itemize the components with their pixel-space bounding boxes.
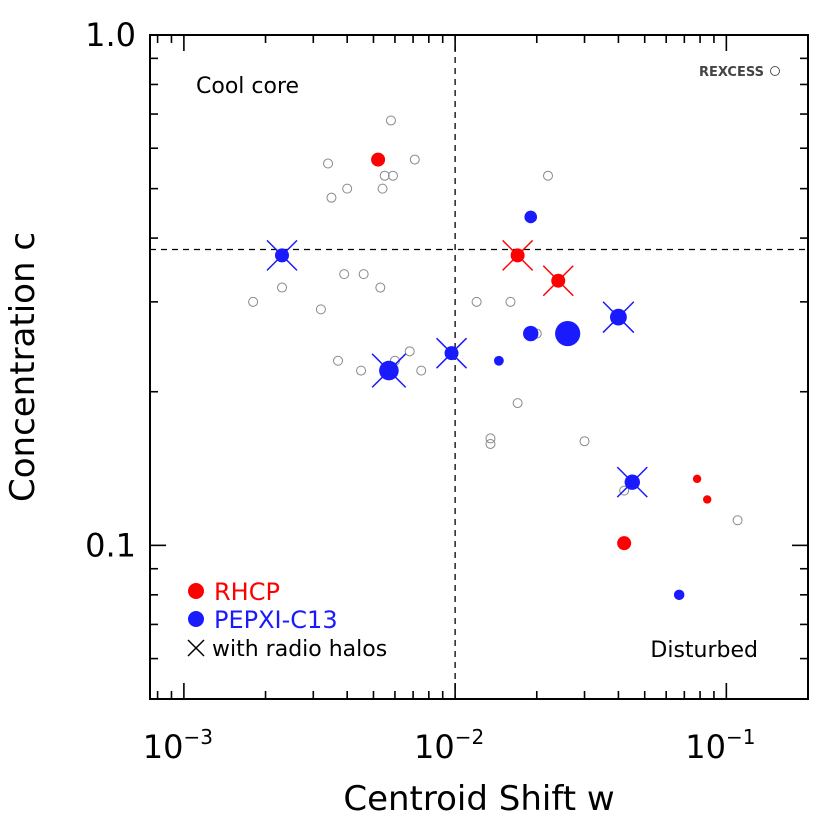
rexcess-point	[377, 183, 388, 194]
data-points	[248, 115, 743, 601]
rhcp-point	[703, 495, 712, 504]
pepxi-point	[523, 325, 539, 342]
x-tick-label: 10−2	[414, 725, 484, 766]
legend-rexcess: REXCESS	[699, 65, 780, 80]
y-tick-label: 0.1	[85, 526, 136, 564]
rexcess-point	[248, 296, 259, 307]
x-axis-title: Centroid Shift w	[343, 779, 614, 818]
rexcess-point	[323, 158, 334, 169]
legend: RHCP PEPXI-C13 with radio halos	[187, 578, 387, 662]
rexcess-point	[542, 170, 553, 181]
legend-rhcp-label: RHCP	[214, 578, 280, 606]
rexcess-point	[375, 282, 386, 293]
rexcess-point	[339, 269, 350, 280]
rhcp-point	[617, 536, 632, 551]
pepxi-point-halo-cross	[602, 301, 635, 334]
y-tick-label: 1.0	[85, 16, 136, 54]
legend-halo-marker	[187, 639, 205, 657]
annotation-cool-core: Cool core	[196, 74, 299, 99]
legend-rhcp-marker	[188, 583, 204, 599]
annotation-disturbed: Disturbed	[650, 638, 758, 663]
rexcess-point	[416, 365, 427, 376]
rexcess-point	[471, 296, 482, 307]
pepxi-point	[524, 210, 538, 224]
rexcess-point	[579, 436, 590, 447]
legend-halo-label: with radio halos	[212, 637, 387, 662]
rexcess-point	[385, 115, 396, 126]
rexcess-point	[276, 282, 287, 293]
rexcess-point	[326, 192, 337, 203]
reference-lines	[150, 35, 808, 699]
pepxi-point-halo-cross	[616, 466, 648, 498]
rexcess-point	[333, 355, 344, 366]
y-axis-title: Concentration c	[3, 232, 43, 502]
rexcess-point	[387, 170, 398, 181]
rhcp-point	[692, 474, 702, 484]
rexcess-point	[512, 398, 523, 409]
pepxi-point	[555, 320, 581, 347]
rexcess-point	[358, 269, 369, 280]
legend-rexcess-label: REXCESS	[699, 65, 764, 80]
pepxi-point-halo-cross	[266, 239, 298, 271]
rexcess-point	[409, 154, 420, 165]
rexcess-point	[485, 438, 496, 449]
x-tick-label: 10−3	[143, 725, 213, 766]
legend-rexcess-marker	[770, 66, 780, 76]
legend-pepxi-label: PEPXI-C13	[214, 606, 338, 634]
rexcess-point	[485, 433, 496, 444]
rexcess-point	[404, 346, 415, 357]
pepxi-point-halo-cross	[436, 337, 468, 369]
pepxi-point	[673, 589, 685, 601]
axis-ticks: 10−3 10−2 10−1 1.0 0.1	[85, 16, 809, 766]
rexcess-point	[379, 170, 390, 181]
x-tick-label: 10−1	[685, 725, 755, 766]
rexcess-point	[732, 515, 743, 526]
rhcp-point-halo-cross	[542, 265, 574, 297]
pepxi-point-halo-cross	[371, 353, 407, 388]
rexcess-point	[342, 183, 353, 194]
rexcess-point	[356, 365, 367, 376]
rexcess-point	[505, 296, 516, 307]
rexcess-point	[315, 304, 326, 315]
rhcp-point-halo-cross	[502, 239, 534, 271]
rhcp-point	[371, 152, 386, 167]
plot-frame	[149, 34, 809, 700]
legend-pepxi-marker	[188, 611, 204, 627]
pepxi-point	[493, 355, 504, 366]
rexcess-point	[619, 485, 630, 496]
